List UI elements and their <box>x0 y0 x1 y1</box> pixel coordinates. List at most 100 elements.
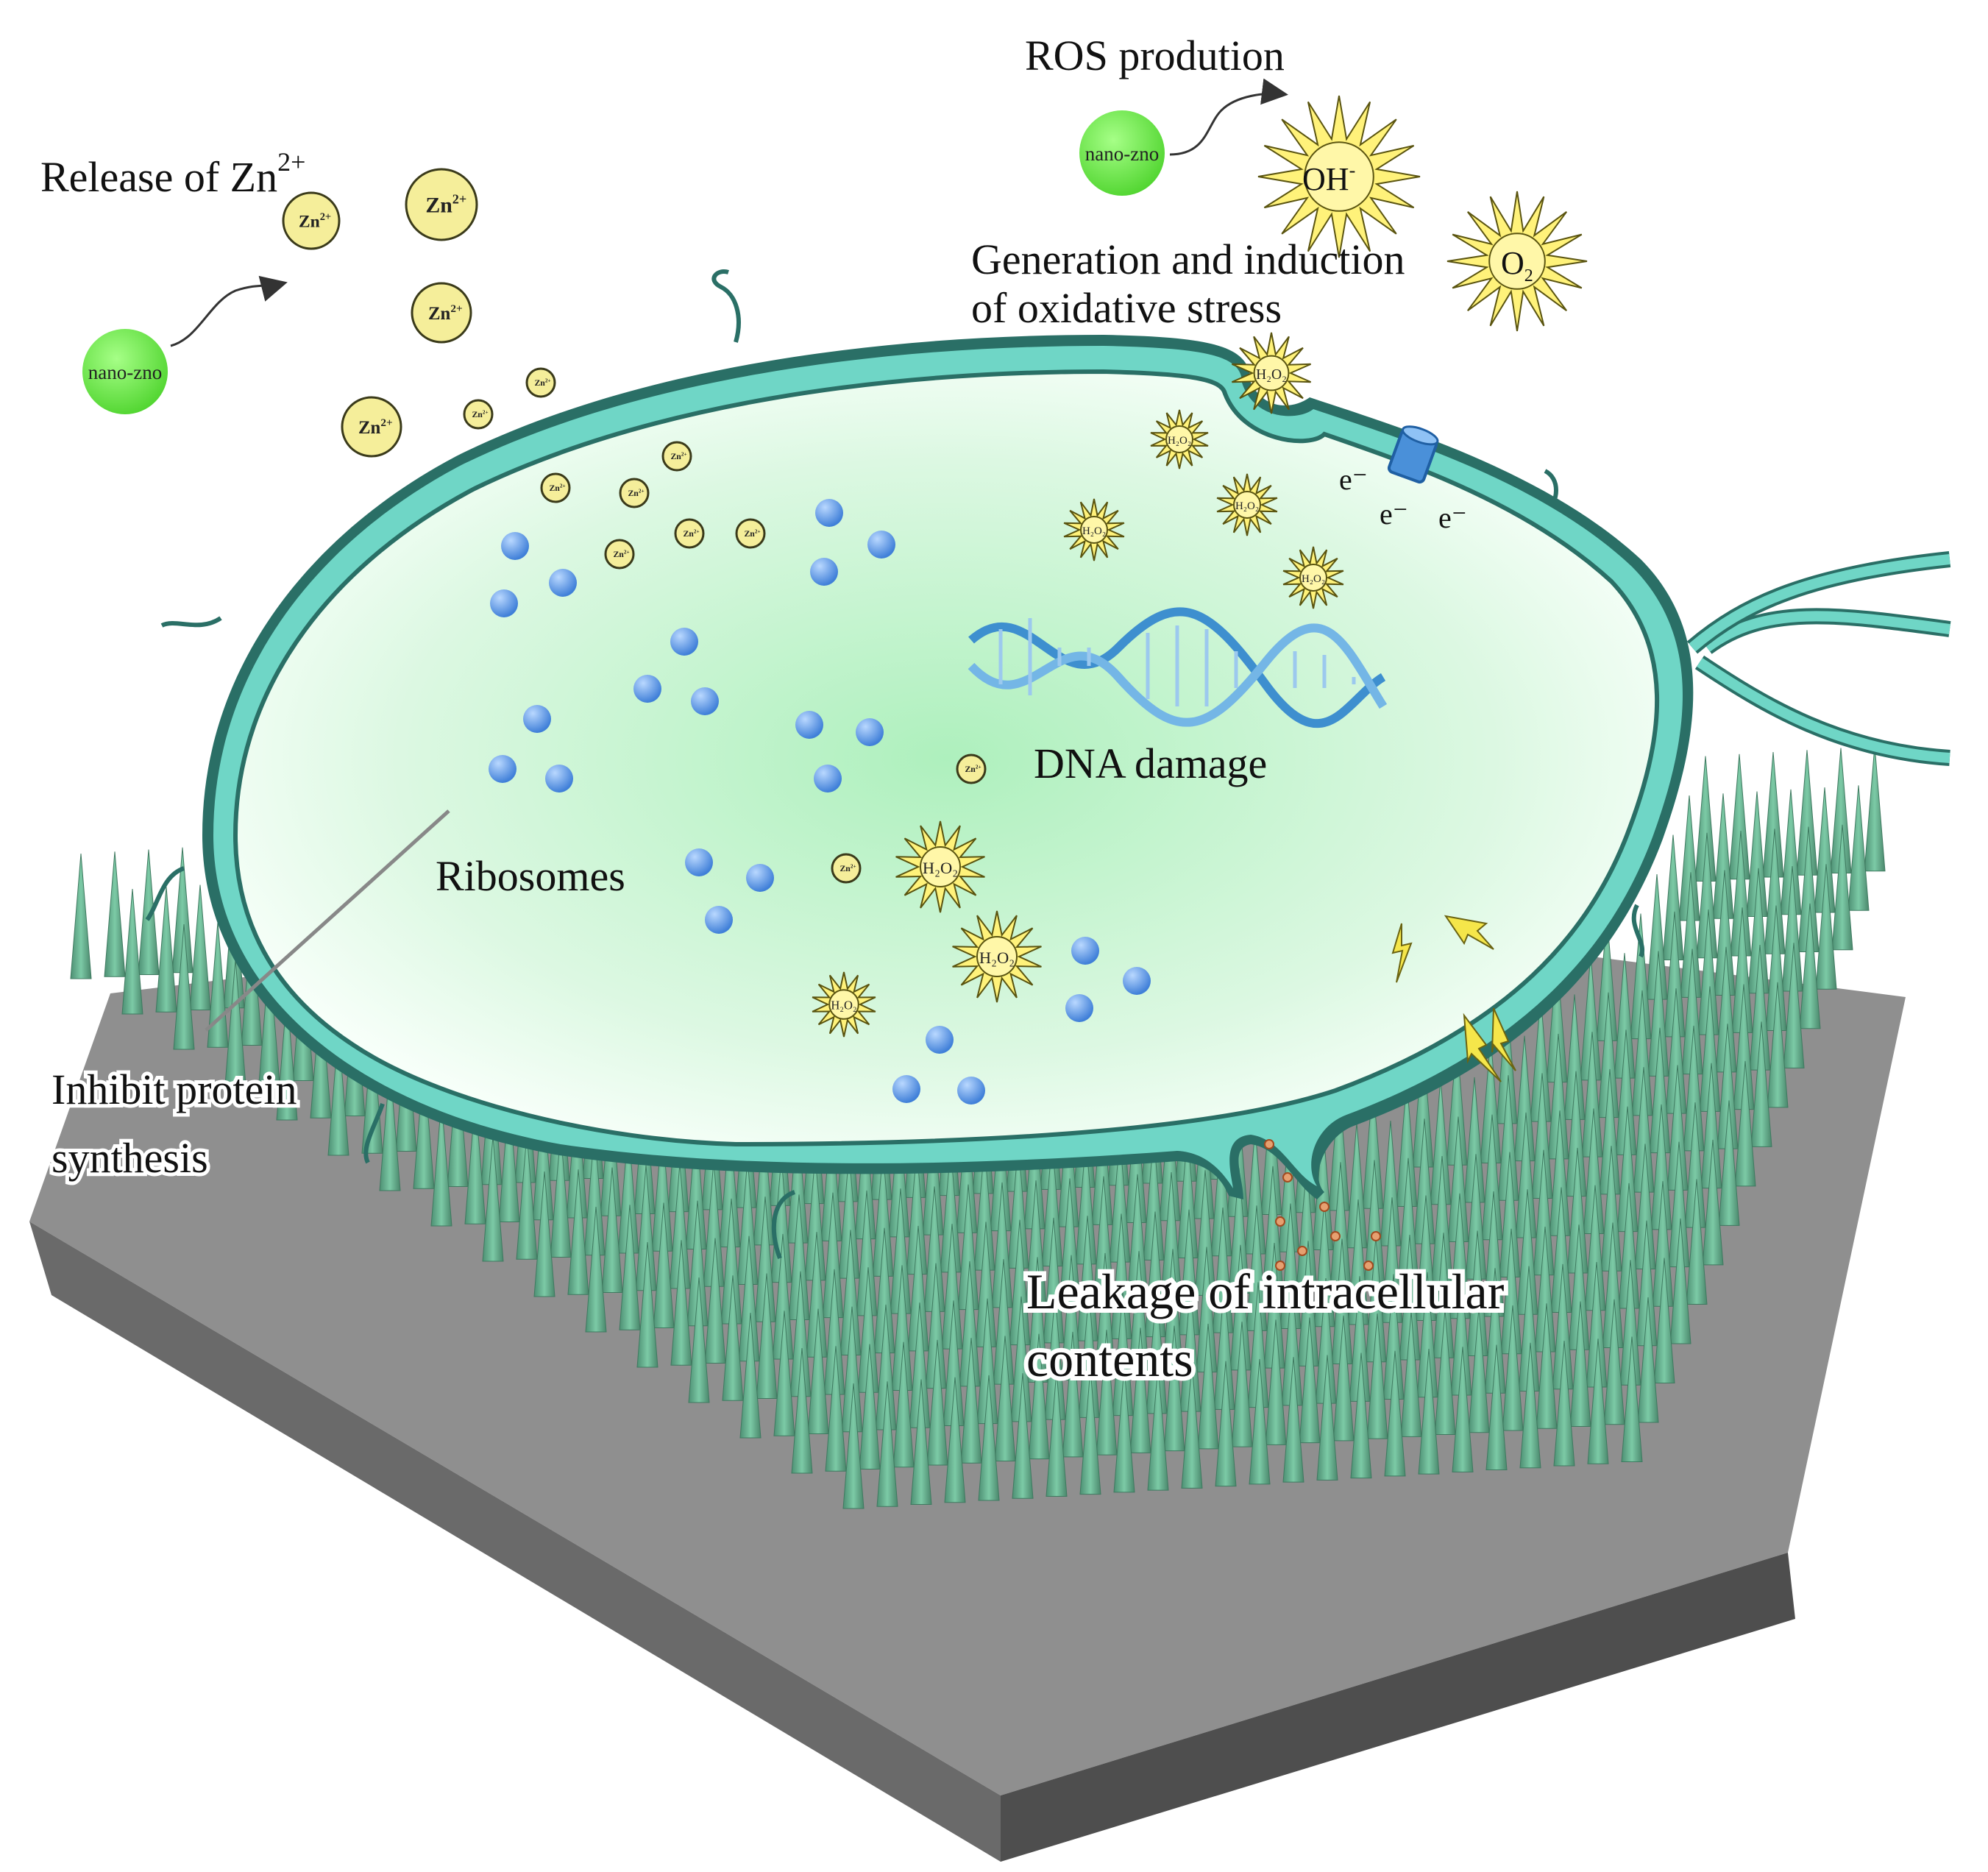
nanospike <box>533 1171 555 1297</box>
lightning-icon <box>1463 1013 1502 1082</box>
nanospike <box>926 1339 948 1466</box>
nanospike <box>739 1312 762 1439</box>
ros-star-peroxide: H₂O₂ <box>1282 546 1344 609</box>
pili <box>145 269 1644 1260</box>
ros-star-hydroxyl: OH- <box>1257 95 1421 258</box>
svg-text:Zn2+: Zn2+ <box>683 528 699 539</box>
nanospike <box>601 1167 623 1293</box>
zn-ion: Zn2+ <box>604 539 635 570</box>
membrane-channel <box>1387 425 1439 484</box>
lightning-icon <box>1491 1007 1516 1071</box>
nanospike <box>1332 1315 1355 1442</box>
nanospike <box>1249 1358 1271 1485</box>
lightning-icon <box>1444 915 1494 950</box>
nanospike <box>1113 1366 1135 1493</box>
nanospike <box>1621 1336 1643 1463</box>
nanospike <box>892 1341 915 1468</box>
svg-text:Zn2+: Zn2+ <box>299 211 331 232</box>
nanospike <box>1197 1323 1219 1450</box>
ribosomes <box>489 499 1151 1105</box>
nanospike <box>1553 1340 1575 1467</box>
oxidative-stress-label-line2: of oxidative stress <box>971 284 1282 332</box>
dna-damage-label: DNA damage <box>1034 740 1267 787</box>
nanospike <box>550 1132 572 1258</box>
electron: e⁻ <box>1438 501 1467 534</box>
svg-text:Zn2+: Zn2+ <box>425 192 466 218</box>
inhibit-protein-label-line2: synthesis <box>52 1134 208 1182</box>
svg-text:OH-: OH- <box>1302 160 1355 197</box>
nanospike <box>138 849 160 975</box>
ribosome <box>856 718 884 746</box>
nanospike <box>994 1336 1016 1461</box>
nanospike <box>1299 1317 1321 1444</box>
nanospike <box>585 1206 607 1333</box>
nanospike <box>1653 1258 1675 1383</box>
ribosome <box>1071 937 1099 965</box>
inhibit-protein-label-line1: Inhibit protein <box>52 1066 297 1113</box>
ribosome <box>1065 994 1093 1022</box>
zn-ion: Zn2+ <box>674 518 705 549</box>
flagellum <box>1703 611 1950 652</box>
nanospike <box>1734 1060 1756 1187</box>
nanospike <box>1231 1322 1253 1447</box>
svg-text:Zn2+: Zn2+ <box>472 409 488 419</box>
nanospike <box>1012 1373 1034 1499</box>
nanospike <box>1587 1339 1609 1464</box>
ribosome <box>1123 967 1151 995</box>
svg-text:Zn2+: Zn2+ <box>613 549 629 559</box>
ribosome <box>926 1026 954 1054</box>
ribosome <box>814 765 842 793</box>
ribosome <box>815 499 843 527</box>
nano-zno-label: nano-zno <box>88 361 162 383</box>
ros-star-superoxide: O2 <box>1446 191 1588 332</box>
nanospike <box>516 1134 538 1260</box>
ribosome <box>523 705 551 733</box>
ribosome <box>795 711 823 739</box>
nanospike <box>327 1029 349 1156</box>
nanospike <box>1718 1100 1740 1226</box>
nano-zno-particle: nano-zno <box>82 329 168 414</box>
nanospike <box>1847 785 1870 911</box>
electron: e⁻ <box>1339 463 1368 496</box>
nanospike <box>1783 943 1805 1068</box>
nanospike <box>1750 1021 1772 1147</box>
nanospike <box>379 1065 401 1191</box>
svg-text:Zn2+: Zn2+ <box>534 377 550 388</box>
nanospike <box>670 1240 692 1366</box>
nanospike <box>1028 1333 1050 1460</box>
nanospike <box>960 1338 982 1464</box>
nanospike <box>173 923 195 1050</box>
ribosome <box>957 1077 985 1105</box>
zn-ion: Zn2+ <box>956 754 987 784</box>
nanospike <box>224 959 246 1085</box>
nanospike <box>1282 1357 1304 1483</box>
svg-text:Zn2+: Zn2+ <box>965 764 981 774</box>
nanospike <box>1181 1363 1203 1489</box>
lightning-icon <box>1391 923 1413 983</box>
nanospike <box>482 1135 504 1262</box>
zn-ions: Zn2+Zn2+Zn2+Zn2+Zn2+Zn2+Zn2+Zn2+Zn2+Zn2+… <box>282 168 987 884</box>
ros-arrow <box>1169 78 1288 156</box>
nanospike <box>1062 1331 1084 1458</box>
ros-star-peroxide: H₂O₂ <box>812 971 876 1038</box>
nanospike <box>773 1311 795 1436</box>
dna-helix <box>968 607 1388 728</box>
nano-zno-particle: nano-zno <box>1079 110 1165 196</box>
ribosome <box>705 906 733 934</box>
zn-ion: Zn2+ <box>831 853 862 884</box>
nanospike <box>1434 1309 1456 1436</box>
ribosome <box>549 569 577 597</box>
nanospike <box>1637 1297 1659 1423</box>
nanospike <box>876 1381 898 1507</box>
zn-ion: Zn2+ <box>282 191 341 250</box>
ros-star-peroxide: H₂O₂ <box>1150 409 1209 469</box>
nanospike <box>859 1344 881 1469</box>
nanospike <box>1702 1139 1724 1266</box>
nanospike <box>1536 1303 1558 1429</box>
leakage-label-line1: Leakage of intracellular <box>1026 1263 1505 1319</box>
nanospike <box>1485 1344 1508 1471</box>
nanospike <box>567 1169 589 1295</box>
nanospike <box>1096 1330 1118 1456</box>
zn-ion: Zn2+ <box>463 399 494 430</box>
